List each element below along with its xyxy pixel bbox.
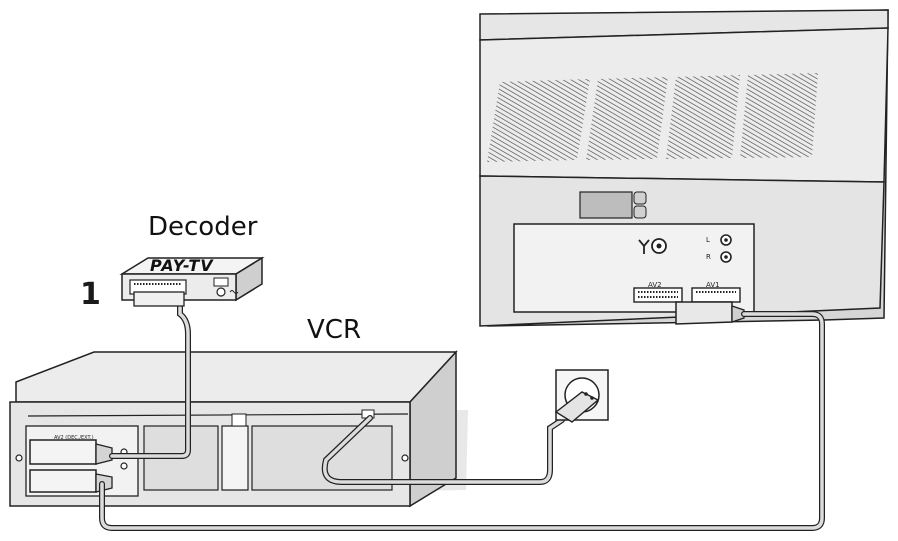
- tv-av1-scart-plug: [675, 301, 745, 325]
- tv-av1-label: AV1: [706, 281, 720, 289]
- antenna-socket-icon: [638, 238, 667, 254]
- television: [479, 9, 889, 327]
- wall-socket: [554, 369, 609, 423]
- decoder-label: Decoder: [148, 212, 258, 242]
- tv-scart-av1: [691, 287, 741, 303]
- screw-icon: [401, 454, 409, 462]
- tv-audio-left-label: L: [706, 236, 710, 244]
- paytv-label: PAY-TV: [150, 256, 214, 275]
- decoder: [119, 256, 265, 307]
- step-number: 1: [80, 277, 101, 312]
- cables: [99, 301, 825, 531]
- tv-audio-right-label: R: [706, 253, 711, 261]
- vcr-av2-scart-plug: [29, 439, 113, 465]
- vcr-label: VCR: [307, 315, 362, 345]
- vent-grille: [487, 73, 818, 162]
- vcr-av2-label: AV2 (DEC./EXT.): [54, 435, 94, 441]
- vcr: [9, 350, 468, 508]
- tv-scart-av2: [633, 287, 683, 303]
- tv-av2-label: AV2: [648, 281, 662, 289]
- screw-icon: [15, 454, 23, 462]
